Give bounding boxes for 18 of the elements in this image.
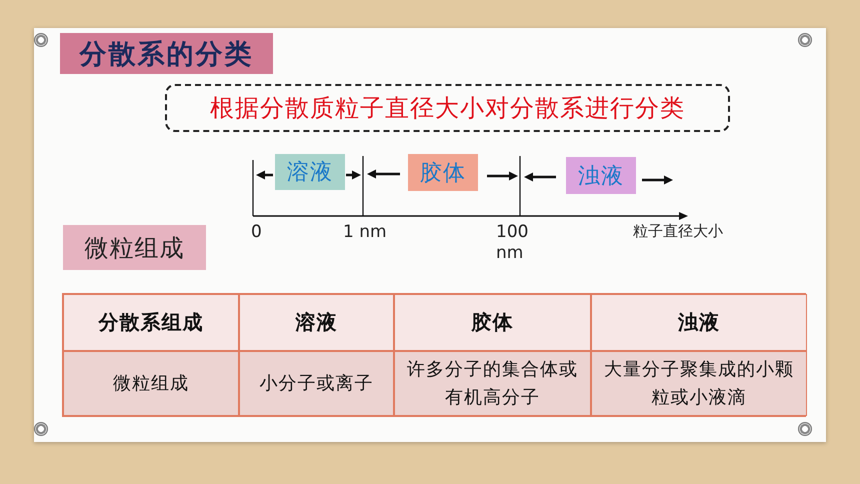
header-cell: 浊液 (591, 294, 807, 351)
label-box: 浊液 (566, 157, 636, 194)
tick-label: 100 nm (496, 222, 530, 264)
label-box: 胶体 (408, 154, 478, 191)
table-cell: 大量分子聚集成的小颗粒或小液滴 (591, 351, 807, 416)
table-cell: 微粒组成 (63, 351, 239, 416)
tick-label: 0 (251, 222, 263, 244)
title: 分散系的分类 (60, 33, 273, 74)
header-cell: 溶液 (239, 294, 394, 351)
header-cell: 胶体 (394, 294, 591, 351)
table-cell: 许多分子的集合体或有机高分子 (394, 351, 591, 416)
axis-label: 粒子直径大小 (633, 222, 724, 241)
label-box: 微粒组成 (63, 225, 206, 270)
table-cell: 小分子或离子 (239, 351, 394, 416)
label-box: 溶液 (275, 154, 345, 190)
note-box: 根据分散质粒子直径大小对分散系进行分类 (165, 84, 730, 132)
header-cell: 分散系组成 (63, 294, 239, 351)
tick-label: 1 nm (343, 222, 388, 244)
